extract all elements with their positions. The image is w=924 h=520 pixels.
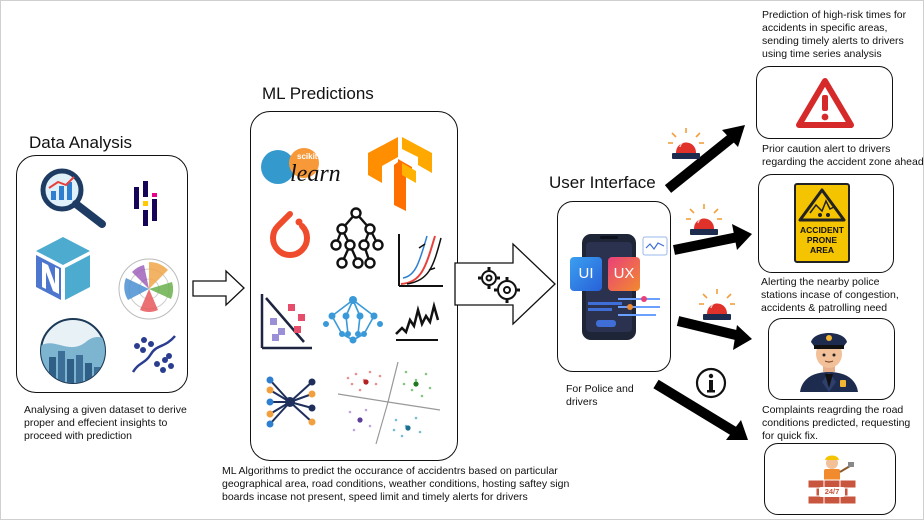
outline-arrow-1: [192, 269, 245, 307]
black-arrow-3: [676, 316, 752, 350]
sign-text-line: PRONE: [806, 235, 838, 245]
accident-prone-sign-icon: ACCIDENT PRONE AREA: [794, 183, 850, 263]
ui-slider-lines-icon: [618, 296, 660, 316]
caption-line: Alerting the nearby police: [761, 276, 880, 288]
clustering-icon: [131, 335, 176, 373]
caption-line: using time series analysis: [762, 48, 882, 60]
caption-line: For Police and: [566, 383, 634, 395]
feature-network-icon: [266, 376, 316, 428]
polar-chart-icon: [118, 258, 180, 320]
caption-line: Analysing a given dataset to derive: [24, 404, 187, 416]
caption-line: Prediction of high-risk times for: [762, 9, 907, 21]
siren-icon-2: [686, 204, 722, 235]
time-series-icon: [395, 301, 440, 341]
black-arrow-2: [673, 224, 752, 255]
magnifier-chart-icon: [40, 168, 106, 228]
gears-icon: [478, 267, 520, 303]
caption-line: regarding the accident zone ahead: [762, 156, 924, 168]
output-caption-2: Prior caution alert to drivers regarding…: [762, 143, 924, 169]
sklearn-logo-icon: scikit learn: [256, 143, 356, 191]
ux-badge: UX: [608, 257, 640, 291]
caption-line: geographical area, road conditions, weat…: [222, 478, 570, 490]
black-arrow-4: [653, 379, 748, 440]
sign-text-line: ACCIDENT: [800, 225, 844, 235]
seaborn-icon: [40, 318, 106, 384]
caption-line: Complaints reagrding the road: [762, 404, 904, 416]
caption-line: conditions predicted, requesting: [762, 417, 911, 429]
tensorflow-icon: [368, 137, 432, 211]
svm-curve-icon: [398, 234, 443, 287]
caption-line: proper and effecient insights to: [24, 417, 168, 429]
siren-icon-3: [699, 289, 735, 320]
data-analysis-caption: Analysing a given dataset to derive prop…: [24, 404, 187, 443]
caption-line: drivers: [566, 396, 598, 408]
numpy-icon: [36, 237, 90, 300]
user-interface-title: User Interface: [549, 173, 656, 192]
caption-line: accidents in specific areas,: [762, 22, 888, 34]
road-repair-worker-icon: 24/7: [806, 454, 858, 510]
output-caption-3: Alerting the nearby police stations inca…: [761, 276, 899, 315]
user-interface-caption: For Police and drivers: [566, 383, 634, 409]
data-analysis-title: Data Analysis: [29, 133, 132, 152]
neural-tree-icon: [323, 296, 383, 344]
black-arrow-1: [664, 125, 745, 193]
sklearn-small-text: scikit: [297, 152, 318, 161]
caption-line: sending timely alerts to drivers: [762, 35, 904, 47]
decision-tree-icon: [330, 207, 384, 269]
caption-line: proceed with prediction: [24, 430, 132, 442]
caption-line: Prior caution alert to drivers: [762, 143, 891, 155]
ui-chart-card-icon: [642, 236, 668, 256]
outline-arrow-2: [454, 242, 556, 326]
police-officer-icon: [800, 333, 858, 392]
caption-line: accidents & patrolling need: [761, 302, 888, 314]
ui-badge: UI: [570, 257, 602, 291]
caption-line: boards incase not present, speed limit a…: [222, 491, 528, 503]
sign-text-line: AREA: [809, 245, 835, 255]
sklearn-text: learn: [290, 161, 341, 187]
sklearn-circles-icon: [261, 148, 319, 184]
info-icon: [695, 367, 727, 399]
ml-predictions-title: ML Predictions: [262, 84, 374, 103]
siren-icon-1: [668, 128, 704, 159]
output-caption-4: Complaints reagrding the road conditions…: [762, 404, 910, 443]
pytorch-icon: [270, 211, 310, 259]
sign-triangle-icon: [798, 188, 846, 222]
kmeans-voronoi-icon: [337, 361, 441, 445]
caption-line: ML Algorithms to predict the occurance o…: [222, 465, 558, 477]
warning-triangle-icon: [796, 78, 854, 128]
scatter-regression-icon: [260, 294, 312, 350]
caption-line: stations incase of congestion,: [761, 289, 899, 301]
caption-line: for quick fix.: [762, 430, 819, 442]
worker-wall-icon: [807, 455, 857, 505]
worker-badge-text: 24/7: [819, 487, 845, 497]
ml-predictions-caption: ML Algorithms to predict the occurance o…: [222, 465, 569, 504]
output-caption-1: Prediction of high-risk times for accide…: [762, 9, 906, 61]
pandas-icon: [134, 181, 157, 226]
